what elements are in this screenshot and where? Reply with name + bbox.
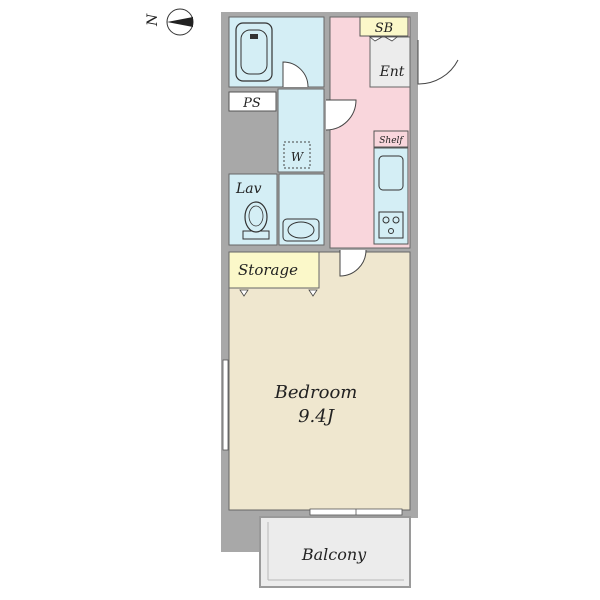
lavatory-label: Lav (235, 181, 262, 197)
bathroom-door-swing (282, 61, 309, 88)
kitchen-sink-icon (378, 155, 404, 191)
entrance-door-swing (417, 40, 459, 85)
shelf-label: Shelf (379, 136, 404, 146)
balcony-label: Balcony (301, 545, 367, 564)
compass-north-label: N (145, 13, 161, 27)
washroom-door-swing (325, 99, 357, 131)
sb-box (359, 16, 409, 37)
storage-label-top: Storage (238, 261, 298, 279)
entrance-label: Ent (379, 64, 405, 80)
bedroom (228, 251, 411, 511)
washer-space (283, 141, 311, 169)
stove-icon (378, 211, 404, 239)
window-left (222, 359, 229, 451)
bathtub-icon (235, 22, 273, 82)
compass-arrow-icon (167, 17, 193, 27)
bedroom-door-swing (339, 249, 367, 277)
sb-label: SB (375, 21, 393, 36)
bedroom-label: Bedroom (274, 382, 358, 403)
toilet-bowl-icon (244, 201, 268, 233)
washer-label: W (291, 150, 305, 164)
shelf (373, 130, 409, 148)
bedroom-size-label: 9.4J (298, 406, 336, 427)
ps-label: PS (242, 96, 261, 111)
entrance (369, 36, 411, 88)
balcony (259, 516, 411, 588)
north-compass: N (145, 8, 194, 36)
ps-box (228, 91, 277, 112)
